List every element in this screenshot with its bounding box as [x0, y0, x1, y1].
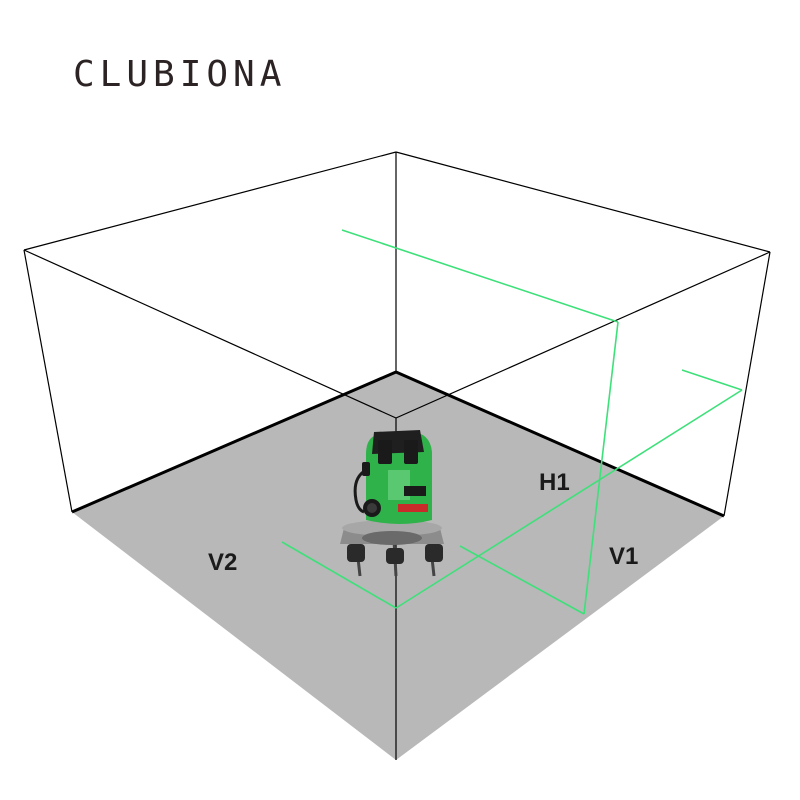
laser-level-icon — [340, 430, 444, 577]
label-h1: H1 — [539, 469, 570, 496]
room-floor — [72, 372, 724, 760]
floor-edges — [71, 370, 725, 518]
laser-back-wall-horizontal — [341, 229, 619, 323]
room-wireframe — [23, 151, 771, 760]
laser-v1-floor-line — [459, 545, 585, 615]
laser-v2-floor-line — [281, 541, 397, 609]
laser-lines — [281, 229, 743, 615]
laser-h1-line — [395, 389, 743, 609]
label-v1: V1 — [609, 543, 638, 570]
laser-right-wall-vertical — [583, 321, 619, 615]
laser-right-wall-horizontal — [681, 369, 743, 391]
label-v2: V2 — [208, 549, 237, 576]
brand-logo: CLUBIONA — [73, 54, 286, 95]
